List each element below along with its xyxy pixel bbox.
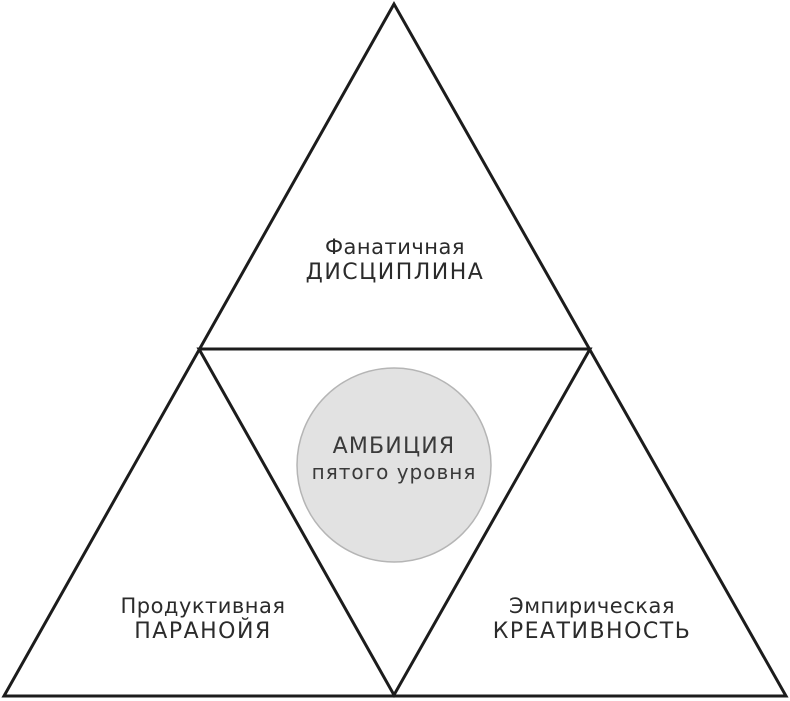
top-label-line2: ДИСЦИПЛИНА: [305, 260, 485, 286]
top-label-line1: Фанатичная: [324, 235, 466, 259]
bottom-left-label-line2: ПАРАНОЙЯ: [134, 619, 272, 645]
bottom-right-label-line1: Эмпирическая: [509, 594, 675, 618]
bottom-right-label-line2: КРЕАТИВНОСТЬ: [492, 619, 692, 645]
bottom-right-section-label: Эмпирическая КРЕАТИВНОСТЬ: [493, 594, 692, 646]
center-label-line2: пятого уровня: [311, 460, 477, 485]
bottom-left-section-label: Продуктивная ПАРАНОЙЯ: [120, 594, 285, 646]
center-label: АМБИЦИЯ пятого уровня: [312, 434, 477, 484]
inner-inverted-triangle: [196, 347, 593, 699]
top-section-label: Фанатичная ДИСЦИПЛИНА: [306, 235, 485, 287]
bottom-left-label-line1: Продуктивная: [120, 594, 286, 618]
center-circle: [296, 367, 492, 563]
center-label-line1: АМБИЦИЯ: [332, 434, 456, 459]
